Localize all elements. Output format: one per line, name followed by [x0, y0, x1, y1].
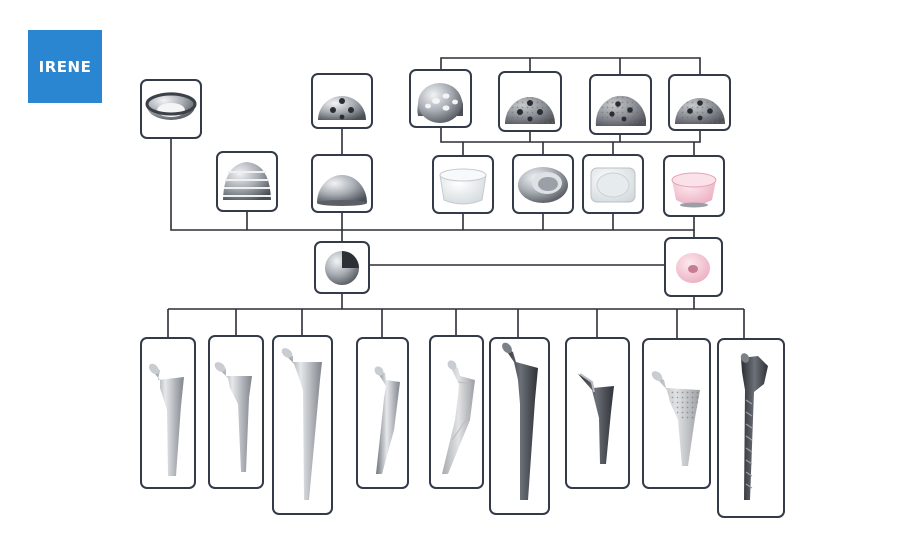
stem-box-5 — [429, 335, 484, 489]
porous-shell-box-3 — [589, 74, 652, 135]
ceramic-liner-icon — [671, 172, 717, 208]
porous-shell-icon — [595, 95, 646, 126]
stem-icon — [502, 342, 538, 500]
ceramic-liner-box — [663, 155, 725, 217]
porous-shell-box-4 — [668, 74, 731, 131]
stem-box-3 — [272, 335, 333, 515]
porous-shell-icon — [505, 97, 555, 124]
stem-icon — [578, 373, 614, 464]
femoral-stems-row — [140, 335, 785, 518]
poly-liner-icon — [439, 168, 487, 205]
stem-icon — [214, 362, 252, 472]
porous-shell-icon — [417, 83, 463, 123]
irene-logo: IRENE — [28, 30, 102, 103]
stem-box-6 — [489, 337, 550, 515]
stem-icon — [374, 366, 400, 474]
stem-box-1 — [140, 337, 196, 489]
holed-shell-box — [311, 73, 373, 129]
ceramic-head-box — [664, 237, 723, 297]
stem-box-4 — [356, 337, 409, 489]
stem-box-2 — [208, 335, 264, 489]
porous-shell-box-2 — [498, 71, 562, 132]
smooth-shell-box — [311, 154, 373, 213]
stem-box-9 — [717, 338, 785, 518]
smooth-shell-icon — [317, 175, 367, 206]
ceramic-head-icon — [676, 253, 710, 283]
metal-liner-box — [512, 154, 574, 214]
stem-box-8 — [642, 338, 711, 489]
ring-cup-icon — [145, 92, 197, 120]
porous-shell-icon — [675, 98, 725, 124]
metal-head-icon — [325, 251, 359, 285]
connector-lines — [167, 57, 745, 339]
poly-liner-icon — [590, 167, 636, 203]
stem-icon — [442, 360, 475, 474]
metal-liner-icon — [518, 167, 568, 203]
poly-liner-box-2 — [582, 154, 644, 214]
threaded-cup-box — [216, 151, 278, 212]
stem-icon — [651, 371, 700, 466]
stem-box-7 — [565, 337, 630, 489]
metal-head-box — [314, 241, 370, 294]
porous-shell-box-1 — [409, 69, 472, 128]
stem-icon — [149, 363, 184, 476]
stem-icon — [281, 348, 322, 500]
stem-icon — [740, 353, 768, 500]
holed-shell-icon — [318, 96, 366, 120]
poly-liner-box-1 — [432, 155, 494, 214]
threaded-cup-icon — [223, 162, 271, 200]
ring-cup-box — [140, 79, 202, 139]
